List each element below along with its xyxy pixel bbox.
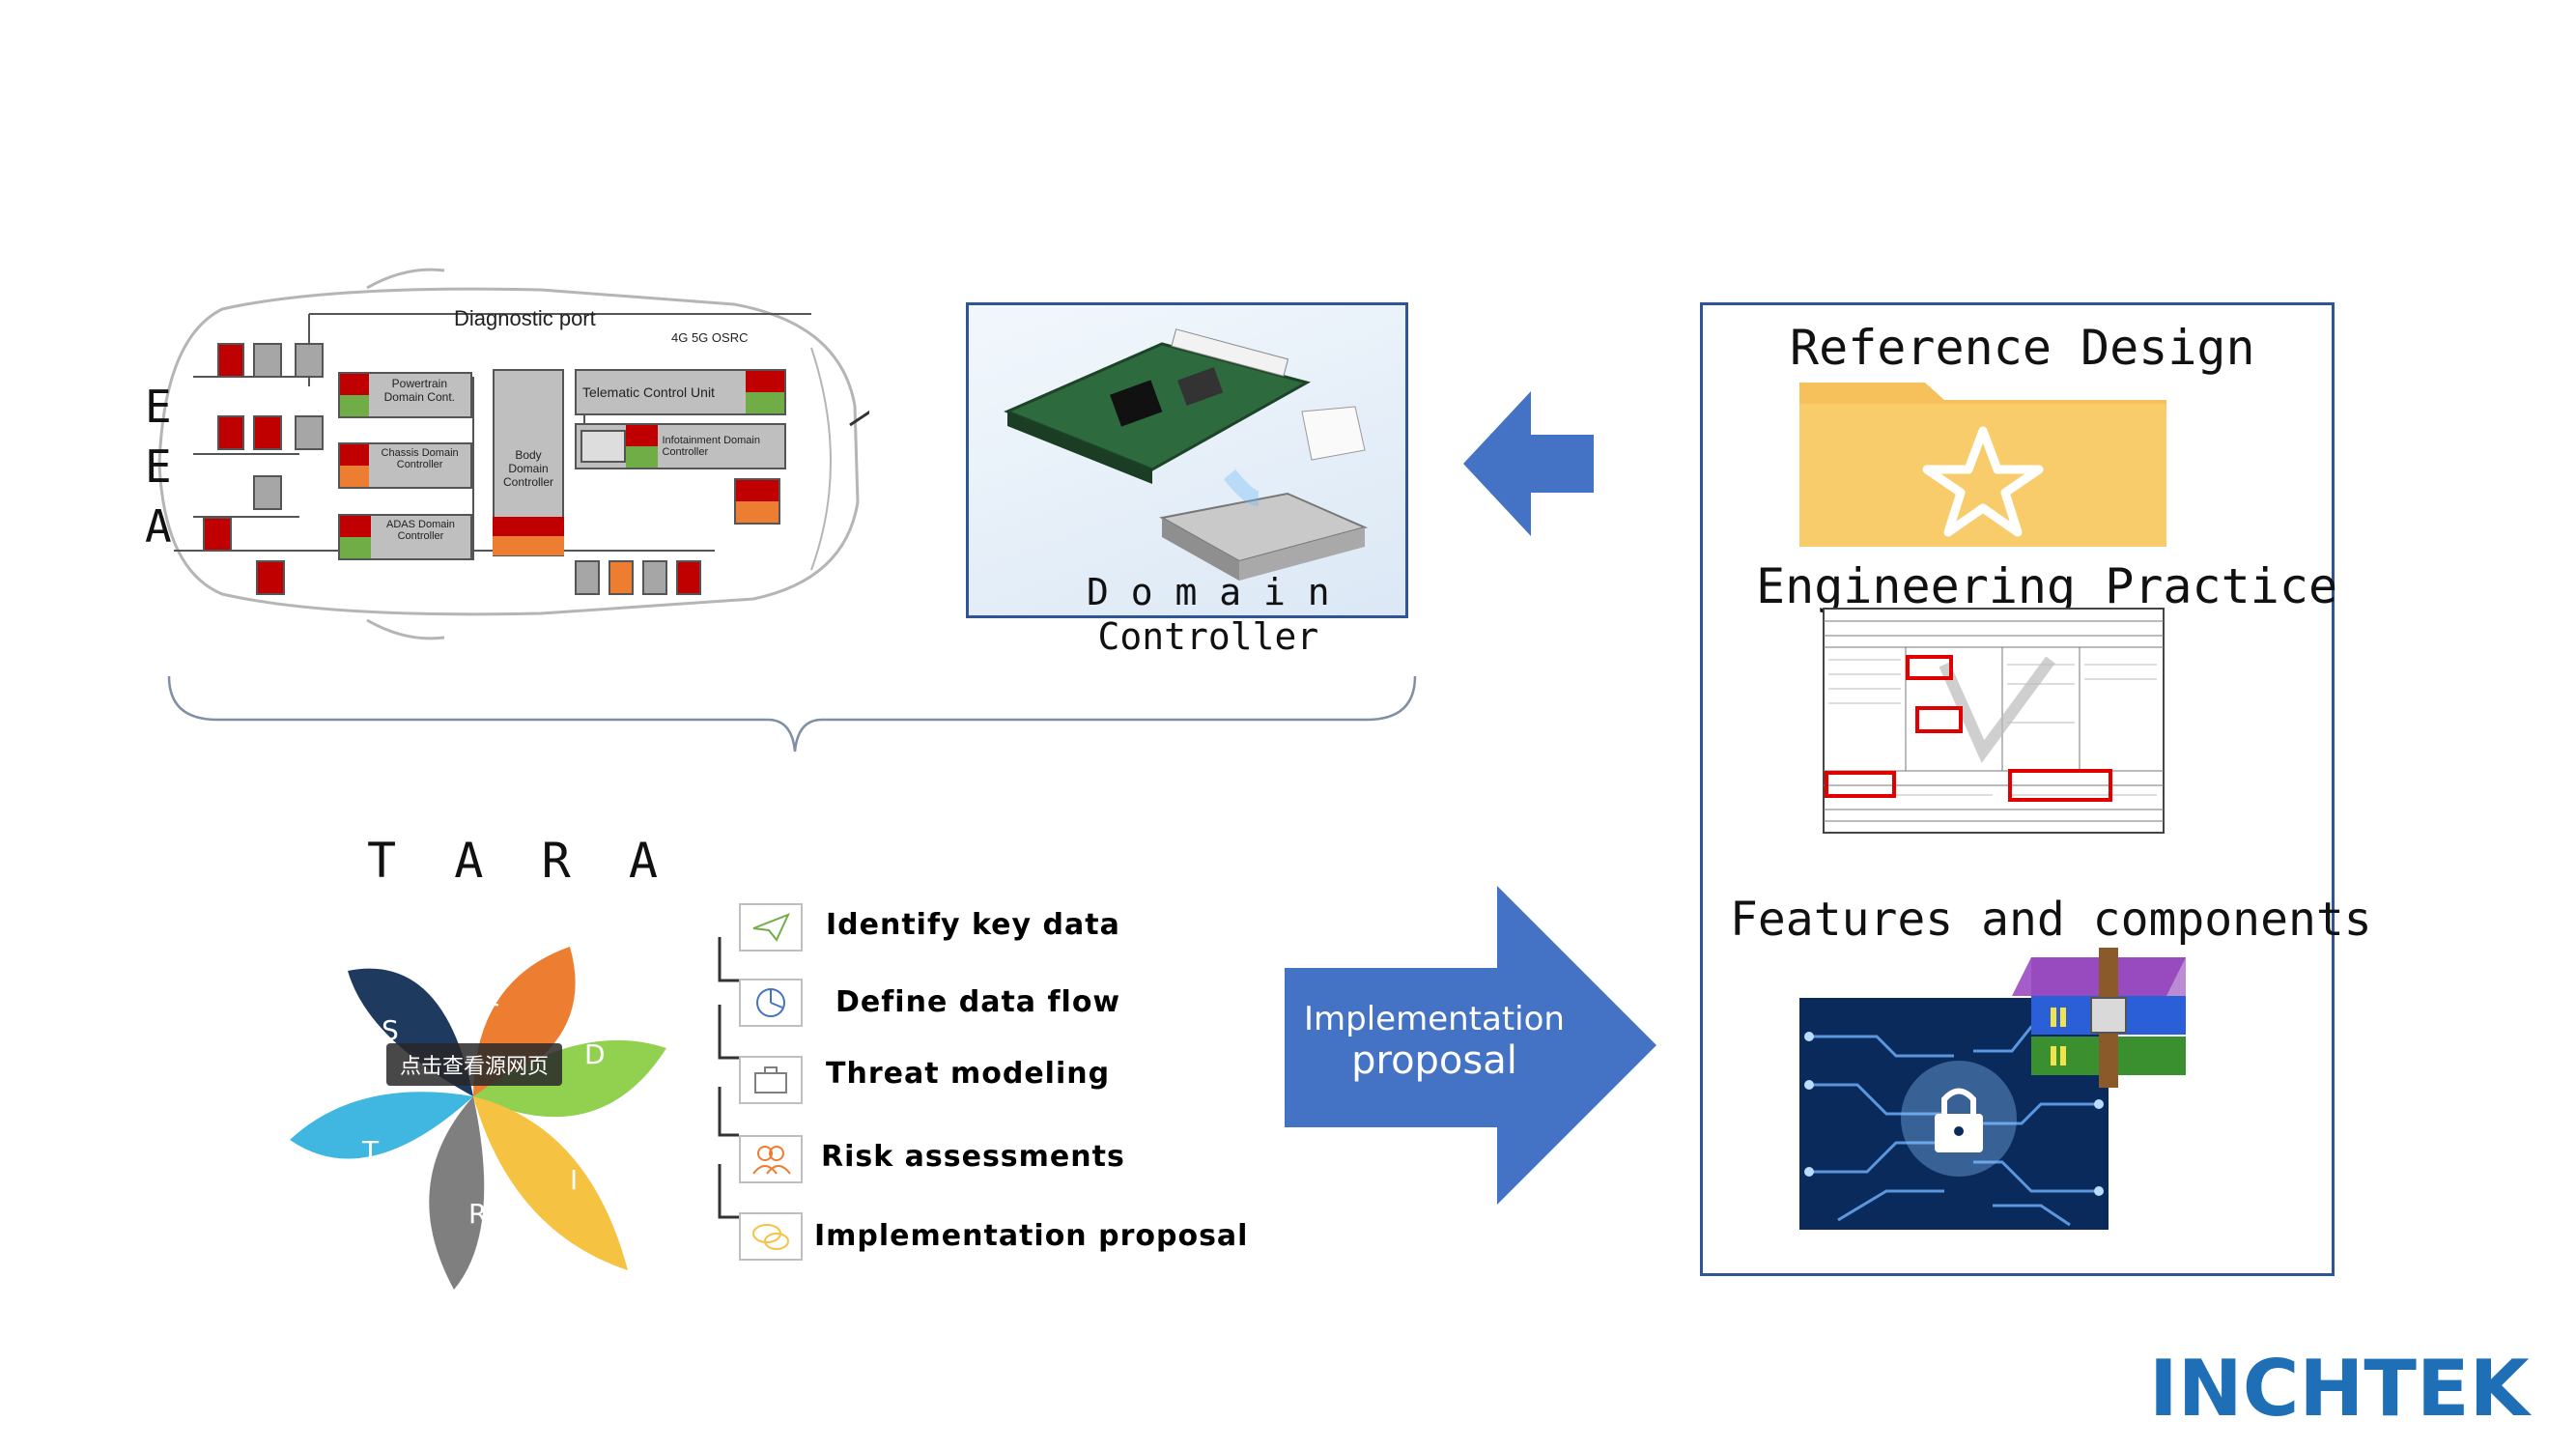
ecu-node xyxy=(642,560,667,595)
ecu-node xyxy=(256,560,285,595)
adas-controller: ADAS Domain Controller xyxy=(338,514,472,560)
ecu-node xyxy=(253,475,282,510)
left-arrow xyxy=(1463,391,1594,536)
eea-letter: A xyxy=(145,500,172,553)
eea-diagram: E E A Diagnostic port 4G 5G OSRC Powertr… xyxy=(135,261,869,667)
body-controller-status xyxy=(493,517,564,555)
steps-connector xyxy=(718,937,739,1219)
speech-bubbles-icon xyxy=(739,1212,803,1261)
inchtek-logo-text: INCHTEK xyxy=(2149,1348,2533,1434)
right-panel: Reference Design Engineering Practice xyxy=(1700,302,2372,1276)
domain-controller-title-line2: Controller xyxy=(1097,615,1319,658)
powertrain-controller: Powertrain Domain Cont. xyxy=(338,372,472,418)
ecu-node xyxy=(217,343,244,378)
paper-plane-icon xyxy=(739,903,803,952)
diagnostic-port-label: Diagnostic port xyxy=(454,306,596,330)
stride-flower: S T R I D E 点击查看源网页 xyxy=(280,942,686,1299)
features-components-title: Features and components xyxy=(1730,893,2372,947)
domain-controller-hardware-image xyxy=(1004,328,1369,581)
folder-star-icon xyxy=(1799,383,2166,547)
infotainment-label: Infotainment Domain Controller xyxy=(662,435,760,458)
iso26262-overview-image xyxy=(1823,608,2165,834)
ecu-node xyxy=(734,478,780,525)
petal-r: R xyxy=(468,1198,488,1230)
ecu-node xyxy=(217,415,244,450)
step-define-data-flow: Define data flow xyxy=(835,985,1121,1019)
inchtek-logo: INCHTEK xyxy=(2149,1348,2533,1434)
chassis-controller: Chassis Domain Controller xyxy=(338,442,472,489)
people-icon xyxy=(739,1135,803,1183)
archive-books-icon xyxy=(2012,948,2186,1088)
eea-letters: E E A xyxy=(145,377,184,556)
arrow-label-line1: Implementation xyxy=(1304,1000,1565,1038)
ecu-node xyxy=(609,560,634,595)
ecu-node xyxy=(253,343,282,378)
arrow-label-line2: proposal xyxy=(1351,1038,1517,1083)
eea-letter: E xyxy=(145,381,172,433)
ecu-node xyxy=(295,415,324,450)
petal-e: E xyxy=(483,980,500,1012)
ecu-node xyxy=(575,560,600,595)
petal-i: I xyxy=(570,1164,579,1196)
telematic-unit: Telematic Control Unit xyxy=(575,369,786,415)
domain-controller-title-line1: D o m a i n xyxy=(1087,571,1330,613)
briefcase-icon xyxy=(739,1056,803,1104)
reference-design-title: Reference Design xyxy=(1790,320,2255,376)
chassis-label: Chassis Domain Controller xyxy=(381,447,459,470)
ecu-node xyxy=(295,343,324,378)
view-source-overlay[interactable]: 点击查看源网页 xyxy=(386,1043,563,1086)
domain-controller-panel xyxy=(966,302,1408,618)
petal-s: S xyxy=(382,1014,399,1046)
adas-label: ADAS Domain Controller xyxy=(386,519,455,542)
tara-title: T A R A xyxy=(367,833,659,889)
eea-letter: E xyxy=(145,440,172,493)
connectivity-label: 4G 5G OSRC xyxy=(671,330,749,345)
curly-brace xyxy=(167,676,1417,753)
step-implementation-proposal: Implementation proposal xyxy=(814,1219,1249,1253)
domain-controller-title: D o m a i n Controller xyxy=(1087,570,1330,659)
petal-d: D xyxy=(584,1038,606,1070)
engineering-practice-title: Engineering Practice xyxy=(1756,558,2338,614)
ecu-node xyxy=(676,560,701,595)
ecu-node xyxy=(253,415,282,450)
step-identify-key-data: Identify key data xyxy=(826,908,1120,942)
pie-chart-icon xyxy=(739,979,803,1027)
body-label: Body Domain Controller xyxy=(502,448,554,489)
step-risk-assessments: Risk assessments xyxy=(821,1140,1125,1174)
powertrain-label: Powertrain Domain Cont. xyxy=(383,377,455,404)
step-threat-modeling: Threat modeling xyxy=(826,1057,1111,1091)
infotainment-controller: Infotainment Domain Controller xyxy=(575,423,786,469)
implementation-arrow-label: Implementation proposal xyxy=(1294,1000,1574,1083)
petal-t: T xyxy=(362,1135,380,1167)
ecu-node xyxy=(203,517,232,552)
implementation-arrow xyxy=(1285,886,1656,1205)
telematic-label: Telematic Control Unit xyxy=(582,384,715,400)
